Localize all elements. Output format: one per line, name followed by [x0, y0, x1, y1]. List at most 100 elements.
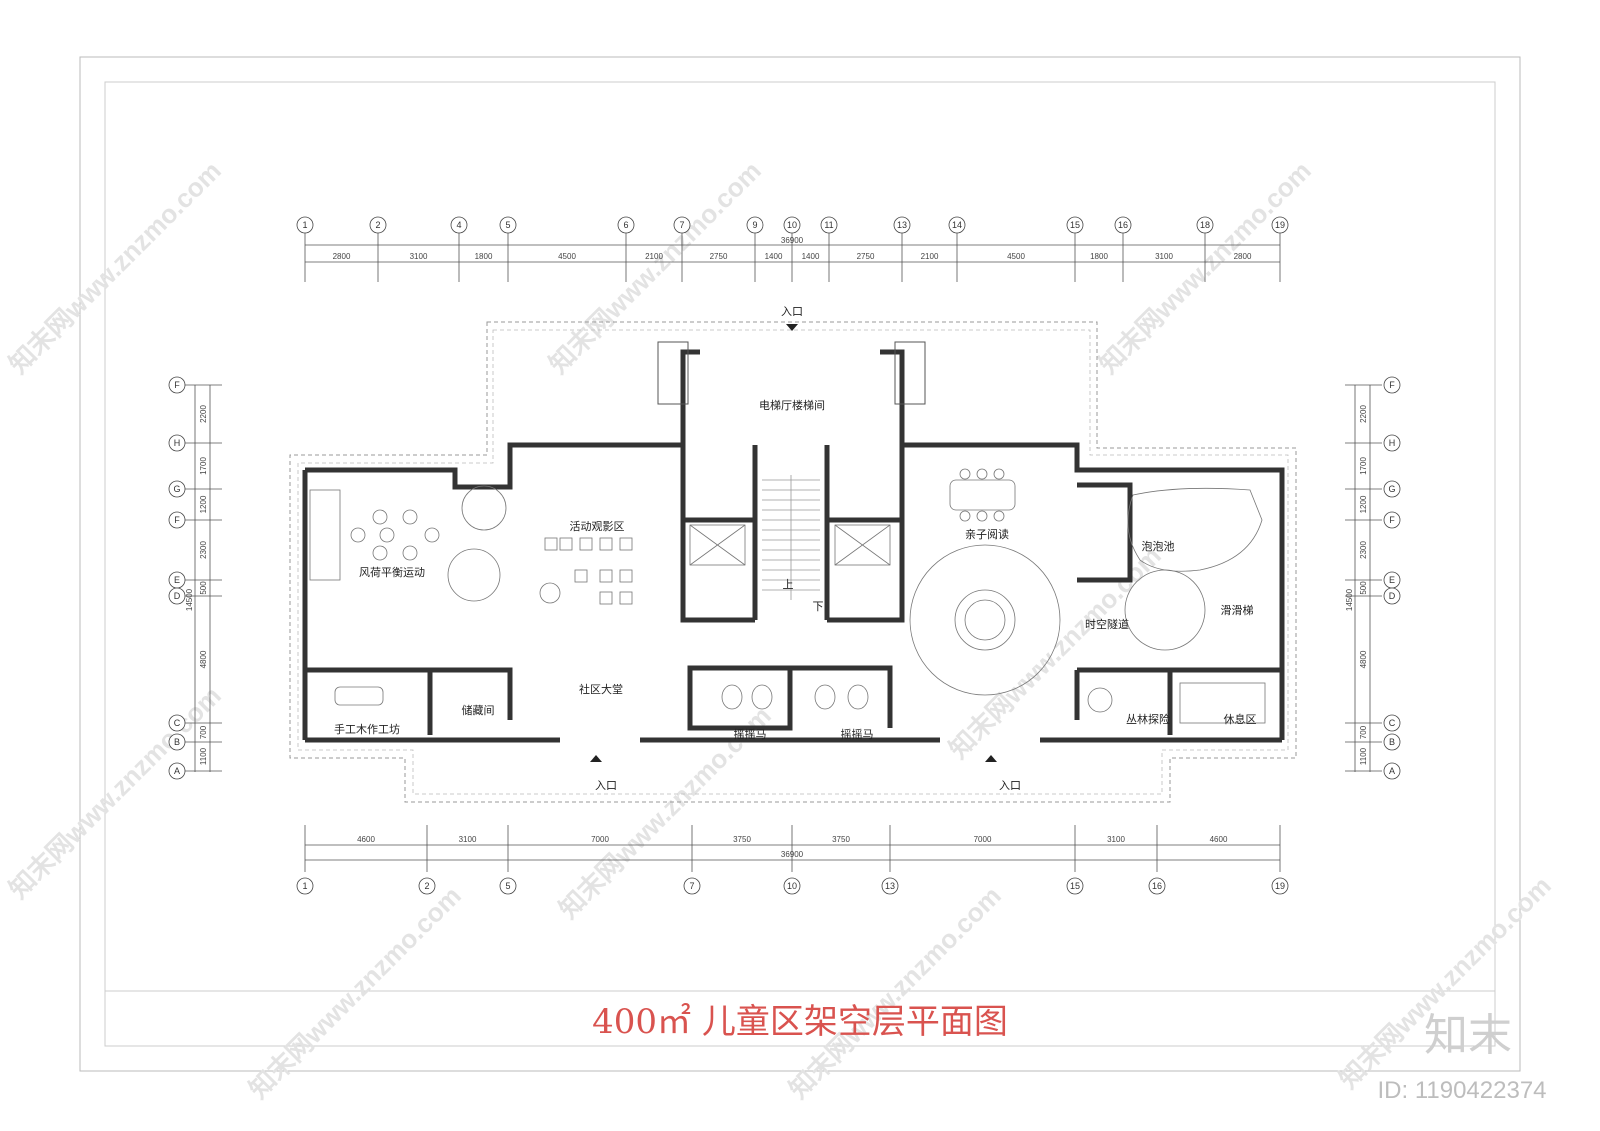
top-dimension: 2800	[1234, 252, 1252, 261]
right-axis-bubble: F	[1383, 376, 1401, 394]
bottom-dimension: 3750	[832, 835, 850, 844]
top-dimension: 2750	[710, 252, 728, 261]
top-axis-bubble: 18	[1196, 216, 1214, 234]
top-axis-label: 2	[375, 220, 380, 230]
top-dimension: 4500	[1007, 252, 1025, 261]
right-dimension: 1100	[1359, 747, 1368, 765]
top-dimension: 1400	[765, 252, 783, 261]
top-axis-label: 18	[1200, 220, 1210, 230]
bottom-axis-bubble: 5	[499, 877, 517, 895]
storage-label: 储藏间	[462, 703, 495, 717]
left-axis-label: A	[174, 766, 180, 776]
outer-frame	[79, 56, 1521, 1072]
left-dimension-chain: 14500 FHGFEDCBA2200170012002300500480070…	[168, 376, 222, 780]
brand-logo: 知末	[1424, 1010, 1512, 1061]
bottom-axis-bubble: 13	[881, 877, 899, 895]
bottom-dimension: 3100	[459, 835, 477, 844]
right-axis-bubble: G	[1383, 480, 1401, 498]
right-axis-bubble: A	[1383, 762, 1401, 780]
left-dimension: 700	[199, 725, 208, 739]
right-dimension: 700	[1359, 725, 1368, 739]
rocking-horse-1-label: 摇摇马	[734, 727, 767, 741]
left-axis-bubble: C	[168, 714, 186, 732]
top-axis-bubble: 11	[820, 216, 838, 234]
parent-child-reading-label: 亲子阅读	[965, 527, 1009, 541]
left-dimension: 1700	[199, 457, 208, 475]
top-dimension: 3100	[1155, 252, 1173, 261]
right-axis-label: F	[1389, 515, 1395, 525]
top-axis-bubble: 15	[1066, 216, 1084, 234]
bubble-pool-label: 泡泡池	[1142, 539, 1175, 553]
bottom-axis-label: 5	[505, 881, 510, 891]
right-axis-label: A	[1389, 766, 1395, 776]
bottom-axis-label: 1	[302, 881, 307, 891]
bottom-axis-label: 15	[1070, 881, 1080, 891]
stair-down-label: 下	[813, 600, 824, 613]
bottom-axis-bubble: 10	[783, 877, 801, 895]
top-axis-label: 13	[897, 220, 907, 230]
top-dimension: 1800	[475, 252, 493, 261]
left-axis-label: C	[174, 718, 181, 728]
bottom-dimension: 3750	[733, 835, 751, 844]
left-total-dimension: 14500	[185, 588, 194, 611]
right-axis-bubble: F	[1383, 511, 1401, 529]
jungle-adventure-label: 丛林探险	[1126, 712, 1170, 726]
top-axis-bubble: 13	[893, 216, 911, 234]
left-axis-bubble: F	[168, 511, 186, 529]
watermark-text: 知末网www.znzmo.com	[3, 155, 227, 379]
left-axis-bubble: D	[168, 587, 186, 605]
left-axis-label: G	[173, 484, 180, 494]
right-dimension-chain: 14500 FHGFEDCBA2200170012002300500480070…	[1345, 376, 1401, 780]
left-axis-label: B	[174, 737, 180, 747]
right-axis-label: C	[1389, 718, 1396, 728]
left-axis-label: F	[174, 515, 180, 525]
walls	[302, 349, 1285, 743]
right-dimension: 1200	[1359, 495, 1368, 513]
bottom-axis-bubble: 15	[1066, 877, 1084, 895]
watermark-text: 知末网www.znzmo.com	[943, 540, 1167, 764]
right-total-dimension: 14500	[1345, 588, 1354, 611]
top-dimension: 2800	[333, 252, 351, 261]
site-boundary	[289, 321, 1297, 803]
top-axis-label: 7	[679, 220, 684, 230]
site-boundary-inner	[297, 329, 1289, 795]
top-axis-label: 10	[787, 220, 797, 230]
left-dimension: 1100	[199, 747, 208, 765]
bottom-axis-bubble: 16	[1148, 877, 1166, 895]
bottom-dimension: 3100	[1107, 835, 1125, 844]
bottom-dimension: 4600	[357, 835, 375, 844]
left-axis-label: H	[174, 438, 181, 448]
entrance-bottom-right-label: 入口	[999, 779, 1021, 792]
left-dimension: 1200	[199, 495, 208, 513]
right-axis-label: B	[1389, 737, 1395, 747]
inner-frame	[104, 81, 1496, 1047]
bottom-axis-label: 2	[424, 881, 429, 891]
entrance-bottom-left-label: 入口	[595, 779, 617, 792]
bottom-axis-label: 13	[885, 881, 895, 891]
rest-area-label: 休息区	[1224, 712, 1257, 726]
bottom-dimension: 4600	[1210, 835, 1228, 844]
planter-right	[894, 341, 926, 405]
entrance-arrow-bottom-left	[590, 755, 602, 762]
top-dimension: 2100	[645, 252, 663, 261]
top-axis-label: 4	[456, 220, 461, 230]
right-axis-bubble: E	[1383, 571, 1401, 589]
top-axis-bubble: 16	[1114, 216, 1132, 234]
top-axis-bubble: 9	[746, 216, 764, 234]
bottom-axis-bubble: 7	[683, 877, 701, 895]
right-axis-label: E	[1389, 575, 1395, 585]
top-axis-label: 15	[1070, 220, 1080, 230]
image-id: ID: 1190422374	[1377, 1077, 1546, 1104]
bottom-dimension: 7000	[974, 835, 992, 844]
right-axis-label: F	[1389, 380, 1395, 390]
watermark-group: 知末网www.znzmo.com 知末网www.znzmo.com 知末网www…	[3, 155, 1557, 1104]
entrance-arrow-top	[786, 324, 798, 331]
top-axis-bubble: 5	[499, 216, 517, 234]
planter-left	[657, 341, 689, 405]
top-dimension: 3100	[410, 252, 428, 261]
top-axis-label: 16	[1118, 220, 1128, 230]
top-axis-label: 19	[1275, 220, 1285, 230]
right-dimension: 500	[1359, 581, 1368, 595]
